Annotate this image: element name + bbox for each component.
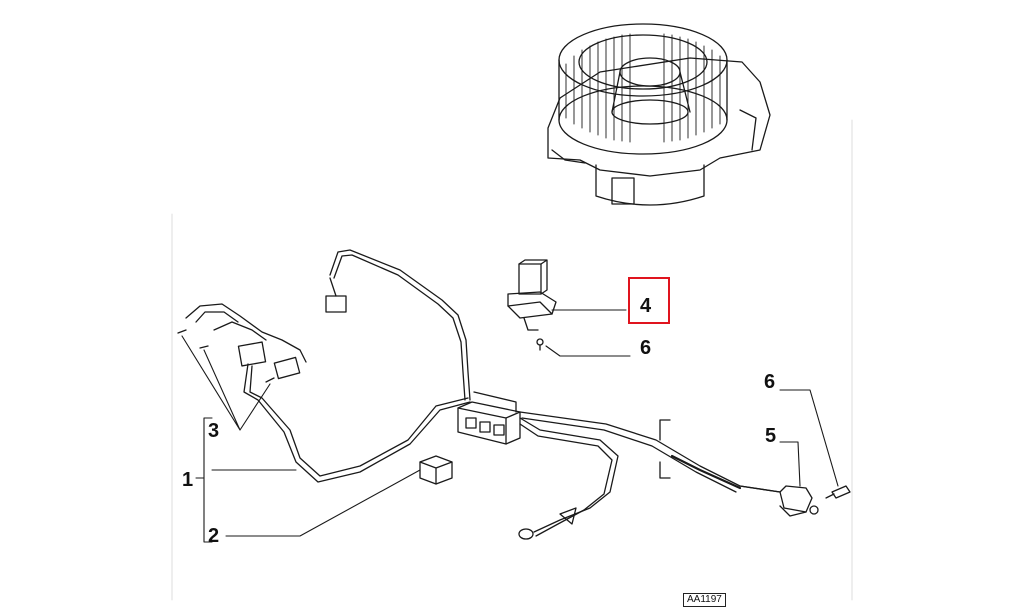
- callout-4: 4: [640, 295, 652, 317]
- callout-5: 5: [765, 425, 777, 447]
- screw-right: [825, 485, 851, 499]
- callout-3: 3: [208, 420, 220, 442]
- callout-2: 2: [208, 525, 220, 547]
- leader-lines: [181, 309, 839, 543]
- connector-module: [457, 391, 521, 445]
- wiring-harness: [177, 249, 781, 540]
- callout-6-right: 6: [764, 371, 776, 393]
- highlight-box-part-4: [628, 277, 670, 324]
- callout-6-top: 6: [640, 337, 652, 359]
- screw-top: [536, 338, 544, 351]
- sensor-component: [670, 454, 819, 517]
- reference-code-label: AA1197: [683, 593, 726, 607]
- relay-component: [419, 455, 453, 485]
- blower-motor-fan: [547, 23, 771, 206]
- callout-1: 1: [182, 469, 194, 491]
- resistor-module: [507, 259, 557, 331]
